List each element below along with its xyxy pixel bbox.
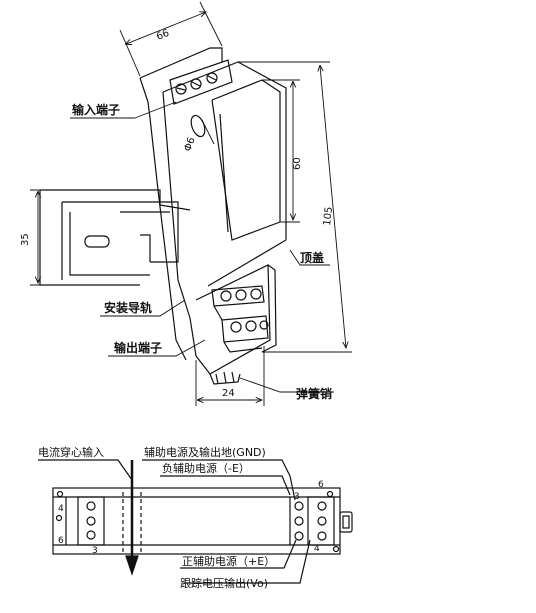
spring-pin-label: 弹簧销 [296,386,332,401]
module-body [139,47,287,385]
top-cover-label: 顶盖 [300,250,324,265]
dim-105: 105 [322,206,335,226]
current-input-label: 电流穿心输入 [38,445,104,459]
mounting-rail-label: 安装导轨 [104,300,152,315]
pin-left-bottom: 6 [58,536,64,546]
follow-voltage-out-label: 跟踪电压输出(Vo) [180,576,268,590]
output-terminal-label: 输出端子 [114,340,162,355]
aux-power-ground-label: 辅助电源及输出地(GND) [144,445,266,459]
dimension-lines [30,1,352,406]
dim-35: 35 [20,233,31,246]
wiring-diagram [38,459,353,584]
label-leaders [70,101,334,393]
module-isometric-drawing [30,1,352,406]
dim-60: 60 [292,157,303,170]
input-terminal-label: 输入端子 [72,102,120,117]
pin-right-top: 6 [318,480,324,490]
pos-aux-power-label: 正辅助电源（+E） [182,554,275,568]
pin-right-side: 3 [294,492,300,502]
pin-left-top: 4 [58,504,64,514]
dim-66: 66 [155,28,171,43]
pin-right-bottom: 4 [314,544,320,554]
neg-aux-power-label: 负辅助电源（-E） [162,461,250,475]
dim-hole: Φ6 [182,136,197,153]
dim-24: 24 [222,388,235,399]
pin-left-side: 3 [92,546,98,556]
